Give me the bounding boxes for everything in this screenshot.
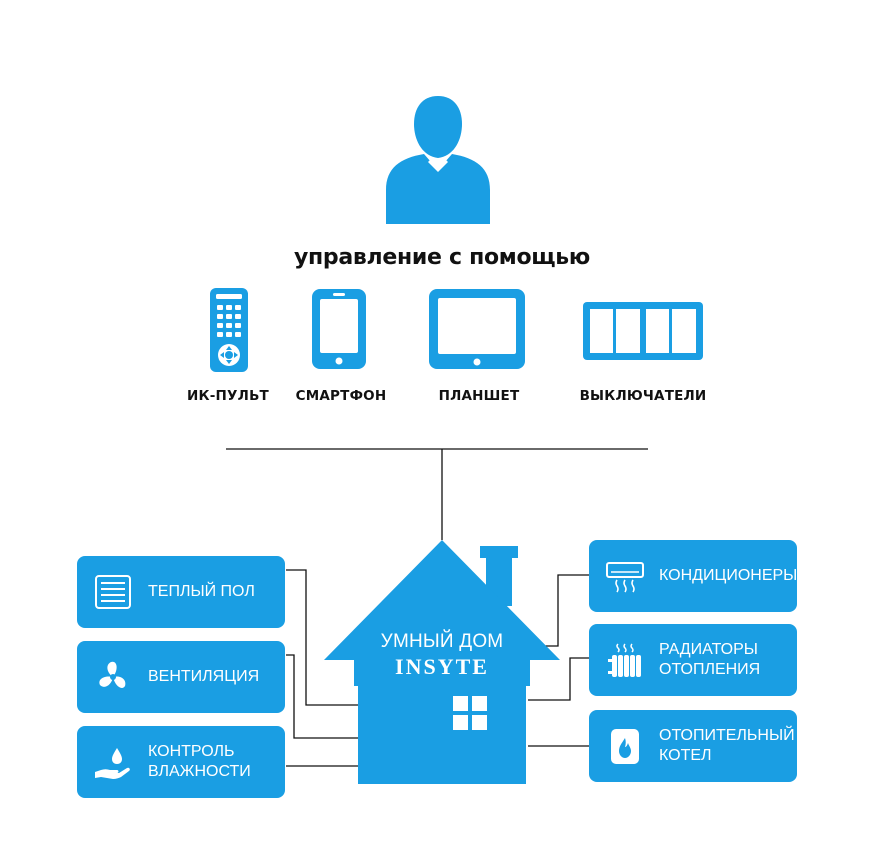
- card-label: ОТОПИТЕЛЬНЫЙ: [659, 727, 795, 744]
- card-floor-heating: ТЕПЛЫЙ ПОЛ: [77, 556, 285, 628]
- card-label: КОНДИЦИОНЕРЫ: [659, 567, 798, 584]
- card-label: РАДИАТОРЫ: [659, 641, 758, 658]
- tablet-icon: [429, 289, 525, 369]
- boiler-icon: [611, 729, 639, 764]
- card-humidity-control: КОНТРОЛЬ ВЛАЖНОСТИ: [77, 726, 285, 798]
- device-label-remote: ИК-ПУЛЬТ: [187, 388, 269, 404]
- user-avatar-icon: [386, 96, 490, 224]
- device-label-switches: ВЫКЛЮЧАТЕЛИ: [579, 388, 707, 404]
- device-label-tablet: ПЛАНШЕТ: [438, 388, 520, 404]
- control-heading: управление с помощью: [293, 245, 591, 270]
- floor-heating-icon: [95, 575, 131, 609]
- card-radiators: РАДИАТОРЫ ОТОПЛЕНИЯ: [589, 624, 797, 696]
- smart-home-house-icon: [324, 540, 560, 784]
- card-label: ВЕНТИЛЯЦИЯ: [148, 668, 260, 685]
- fan-icon: [99, 661, 126, 688]
- house-title: УМНЫЙ ДОМ: [380, 631, 504, 652]
- house-brand: INSYTE: [395, 654, 489, 679]
- device-label-smartphone: СМАРТФОН: [295, 388, 387, 404]
- card-label-2: ОТОПЛЕНИЯ: [659, 661, 761, 678]
- humidity-hand-icon: [95, 748, 130, 779]
- smartphone-icon: [312, 289, 366, 369]
- card-ventilation: ВЕНТИЛЯЦИЯ: [77, 641, 285, 713]
- card-label: КОНТРОЛЬ: [148, 743, 235, 760]
- wall-switch-icon: [583, 302, 703, 360]
- card-air-conditioners: КОНДИЦИОНЕРЫ: [589, 540, 797, 612]
- card-label-2: ВЛАЖНОСТИ: [148, 763, 251, 780]
- card-label: ТЕПЛЫЙ ПОЛ: [148, 583, 255, 600]
- remote-control-icon: [210, 288, 248, 372]
- card-boiler: ОТОПИТЕЛЬНЫЙ КОТЕЛ: [589, 710, 797, 782]
- card-label-2: КОТЕЛ: [659, 747, 712, 764]
- air-conditioner-icon: [606, 562, 644, 593]
- radiator-icon: [608, 643, 641, 677]
